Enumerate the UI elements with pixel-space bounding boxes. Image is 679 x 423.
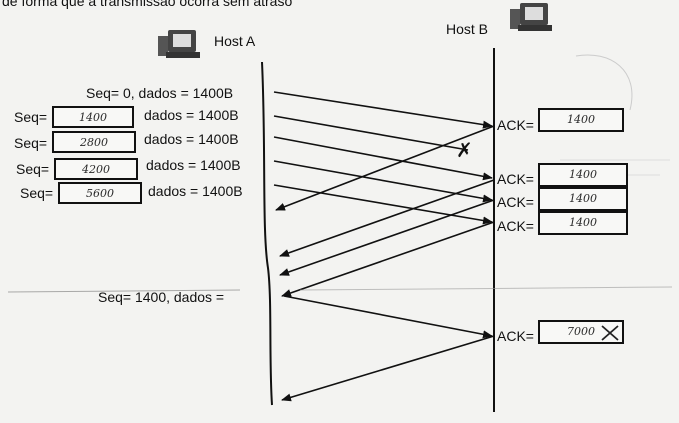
ack-1-box: 1400	[538, 163, 628, 187]
sender-row-1-seq-label: Seq=	[14, 109, 48, 125]
ack-4-box: 7000	[538, 320, 624, 344]
ack-1-value: 1400	[569, 168, 597, 181]
ack-4-label: ACK=	[497, 328, 534, 344]
ack-0-value: 1400	[567, 113, 595, 126]
sender-row-4-seq-label: Seq=	[20, 185, 54, 201]
sender-row-2-seq-value: 2800	[80, 136, 108, 149]
retransmission-label: Seq= 1400, dados =	[98, 289, 225, 305]
host-a-icon	[158, 30, 200, 58]
ack-2-label: ACK=	[497, 194, 534, 210]
host-b-icon	[510, 3, 552, 31]
ack-3-box: 1400	[538, 211, 628, 235]
sender-row-4-seq-value: 5600	[86, 187, 114, 200]
sender-row-1-dados: dados = 1400B	[144, 107, 239, 123]
ack-arrow-5	[281, 335, 495, 402]
ack-1-label: ACK=	[497, 171, 534, 187]
top-caption: de forma que a transmissão ocorra sem at…	[2, 0, 293, 9]
sender-row-3-seq-value: 4200	[82, 163, 110, 176]
ack-2-value: 1400	[569, 192, 597, 205]
ack-3-label: ACK=	[497, 218, 534, 234]
ack-0-box: 1400	[538, 108, 624, 132]
ack-arrow-2	[279, 179, 495, 257]
retransmission-arrow	[283, 295, 493, 339]
ack-arrow-4	[281, 221, 495, 297]
segment-arrow-4	[273, 160, 493, 203]
ack-arrow-1	[275, 125, 495, 211]
sender-row-0-dados: Seq= 0, dados = 1400B	[86, 85, 234, 101]
segment-arrow-2	[273, 115, 469, 151]
ack-0-label: ACK=	[497, 117, 534, 133]
sender-row-2-seq-box: 2800	[52, 131, 136, 153]
scribble-cross-icon	[601, 325, 619, 341]
host-b-label: Host B	[446, 21, 489, 37]
segment-arrow-5	[273, 184, 493, 225]
ack-2-box: 1400	[538, 187, 628, 211]
loss-cross-icon: ✗	[456, 138, 473, 162]
sender-row-1-seq-value: 1400	[79, 111, 107, 124]
sender-row-2-seq-label: Seq=	[14, 135, 48, 151]
ack-arrow-3	[279, 199, 495, 276]
sender-row-3-seq-label: Seq=	[16, 161, 50, 177]
segment-arrow-1	[273, 91, 493, 129]
sender-row-3-seq-box: 4200	[54, 158, 138, 180]
host-a-timeline	[261, 61, 273, 406]
ack-4-value: 7000	[567, 325, 595, 338]
sender-row-4-dados: dados = 1400B	[148, 183, 243, 199]
sender-row-2-dados: dados = 1400B	[144, 131, 239, 147]
sender-row-3-dados: dados = 1400B	[146, 157, 241, 173]
segment-arrow-3	[273, 136, 493, 181]
host-a-label: Host A	[214, 33, 256, 49]
sender-row-1-seq-box: 1400	[52, 106, 134, 128]
ack-3-value: 1400	[569, 216, 597, 229]
sender-row-4-seq-box: 5600	[58, 182, 142, 204]
